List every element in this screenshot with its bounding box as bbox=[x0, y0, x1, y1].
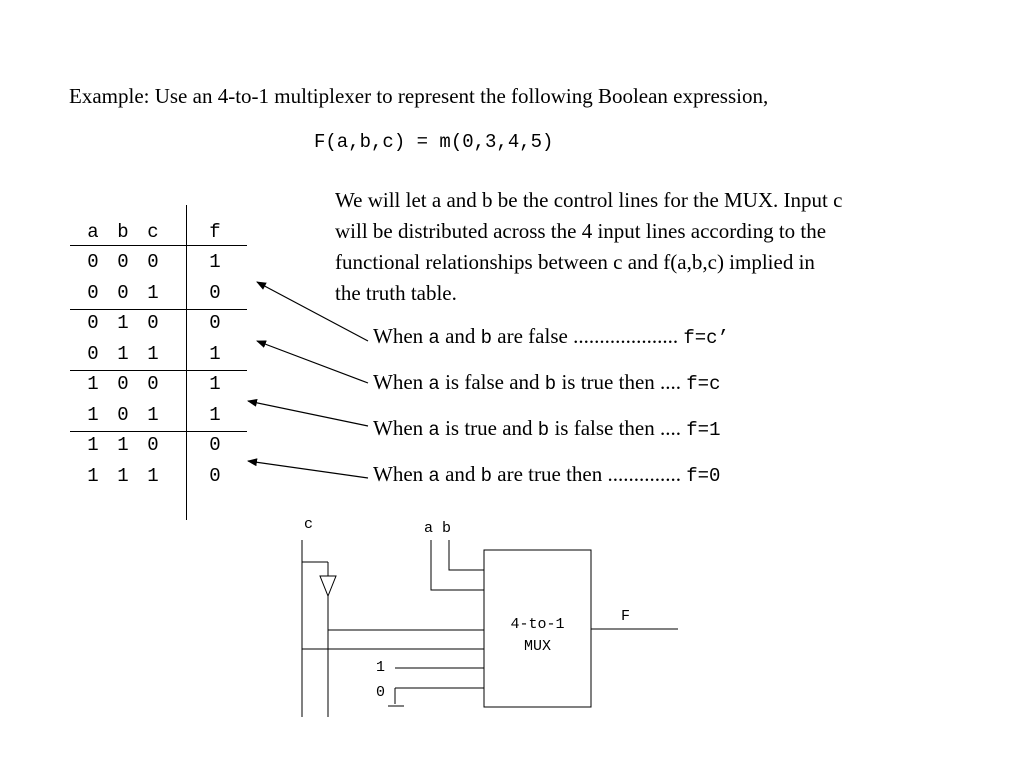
tt-header-f: f bbox=[209, 221, 221, 243]
tt-cell-b: 0 bbox=[117, 403, 129, 426]
tt-cell-b: 1 bbox=[117, 464, 129, 487]
case-var-b: b bbox=[537, 419, 550, 441]
case-var-a: a bbox=[428, 419, 440, 441]
tt-cell-b: 0 bbox=[117, 281, 129, 304]
explanation-line: the truth table. bbox=[335, 281, 457, 305]
case-text: are true then .............. bbox=[492, 462, 687, 486]
boolean-formula: F(a,b,c) = m(0,3,4,5) bbox=[314, 131, 554, 153]
case-text: is false then .... bbox=[549, 416, 687, 440]
case-text: When bbox=[373, 370, 429, 394]
tt-cell-a: 1 bbox=[87, 464, 99, 487]
tt-group-rule bbox=[70, 370, 247, 371]
case-result: f=0 bbox=[686, 465, 721, 487]
select-a-wire bbox=[430, 540, 484, 591]
select-lines-label: a b bbox=[424, 520, 452, 537]
case-line: When a and b are false .................… bbox=[373, 324, 729, 349]
tt-cell-f: 1 bbox=[209, 373, 221, 395]
case-text: and bbox=[439, 462, 481, 486]
case-var-b: b bbox=[480, 327, 493, 349]
arrow-case-1 bbox=[256, 281, 369, 342]
tt-cell-c: 0 bbox=[147, 251, 159, 273]
tt-cell-a: 1 bbox=[87, 373, 99, 395]
tt-cell-b: 1 bbox=[117, 312, 129, 334]
case-text: are false .................... bbox=[492, 324, 684, 348]
case-text: When bbox=[373, 416, 429, 440]
case-text: and bbox=[439, 324, 481, 348]
mux-label-line1: 4-to-1 bbox=[510, 616, 565, 633]
intro-text: Example: Use an 4-to-1 multiplexer to re… bbox=[69, 84, 769, 108]
input-c-label: c bbox=[304, 516, 314, 533]
tt-cell-a: 0 bbox=[87, 312, 99, 334]
tt-cell-b: 1 bbox=[117, 434, 129, 456]
tt-cell-f: 0 bbox=[209, 434, 221, 456]
case-arrows bbox=[247, 281, 369, 479]
case-var-a: a bbox=[428, 465, 440, 487]
tt-cell-c: 0 bbox=[147, 312, 159, 334]
mux-circuit bbox=[301, 540, 678, 717]
const-zero-label: 0 bbox=[376, 684, 386, 701]
case-line: When a is false and b is true then .... … bbox=[373, 370, 720, 395]
tt-header-c: c bbox=[147, 221, 159, 243]
tt-cell-c: 1 bbox=[147, 281, 159, 304]
case-text: is true then .... bbox=[556, 370, 687, 394]
output-f-label: F bbox=[621, 608, 631, 625]
explanation-paragraph: We will let a and b be the control lines… bbox=[335, 185, 975, 309]
explanation-line: functional relationships between c and f… bbox=[335, 250, 815, 274]
case-text: When bbox=[373, 324, 429, 348]
tt-cell-a: 1 bbox=[87, 403, 99, 426]
case-result: f=c bbox=[686, 373, 721, 395]
explanation-line: will be distributed across the 4 input l… bbox=[335, 219, 827, 243]
tt-cell-a: 1 bbox=[87, 434, 99, 456]
tt-cell-b: 0 bbox=[117, 251, 129, 273]
tt-cell-f: 1 bbox=[209, 403, 221, 426]
inverter-triangle bbox=[319, 575, 337, 598]
case-line: When a is true and b is false then .... … bbox=[373, 416, 720, 441]
mux-label: 4-to-1 MUX bbox=[484, 614, 591, 658]
tt-cell-b: 0 bbox=[117, 373, 129, 395]
case-text: is true and bbox=[439, 416, 538, 440]
tt-cell-c: 1 bbox=[147, 464, 159, 487]
case-text: When bbox=[373, 462, 429, 486]
tt-column-rule bbox=[186, 205, 187, 520]
arrow-case-4 bbox=[247, 458, 369, 479]
tt-cell-a: 0 bbox=[87, 342, 99, 365]
tt-cell-c: 1 bbox=[147, 342, 159, 365]
tt-cell-f: 0 bbox=[209, 464, 221, 487]
arrow-case-3 bbox=[247, 398, 369, 427]
tt-header-rule bbox=[70, 245, 247, 246]
tt-cell-c: 0 bbox=[147, 373, 159, 395]
case-line: When a and b are true then .............… bbox=[373, 462, 720, 487]
case-var-a: a bbox=[428, 327, 440, 349]
tt-cell-f: 1 bbox=[209, 342, 221, 365]
tt-group-rule bbox=[70, 431, 247, 432]
tt-cell-c: 0 bbox=[147, 434, 159, 456]
tt-cell-f: 0 bbox=[209, 281, 221, 304]
case-var-b: b bbox=[544, 373, 557, 395]
case-result: f=1 bbox=[686, 419, 721, 441]
tt-header-b: b bbox=[117, 221, 129, 243]
case-result: f=c’ bbox=[683, 327, 729, 349]
tt-cell-a: 0 bbox=[87, 251, 99, 273]
case-text: is false and bbox=[439, 370, 545, 394]
explanation-line: We will let a and b be the control lines… bbox=[335, 188, 843, 212]
case-var-a: a bbox=[428, 373, 440, 395]
tt-header-a: a bbox=[87, 221, 99, 243]
arrow-case-2 bbox=[256, 340, 369, 384]
tt-cell-f: 1 bbox=[209, 251, 221, 273]
tt-cell-b: 1 bbox=[117, 342, 129, 365]
tt-cell-a: 0 bbox=[87, 281, 99, 304]
tt-group-rule bbox=[70, 309, 247, 310]
select-b-wire bbox=[448, 540, 484, 571]
tt-cell-f: 0 bbox=[209, 312, 221, 334]
case-var-b: b bbox=[480, 465, 493, 487]
tt-cell-c: 1 bbox=[147, 403, 159, 426]
const-one-label: 1 bbox=[376, 659, 386, 676]
mux-label-line2: MUX bbox=[523, 638, 551, 655]
